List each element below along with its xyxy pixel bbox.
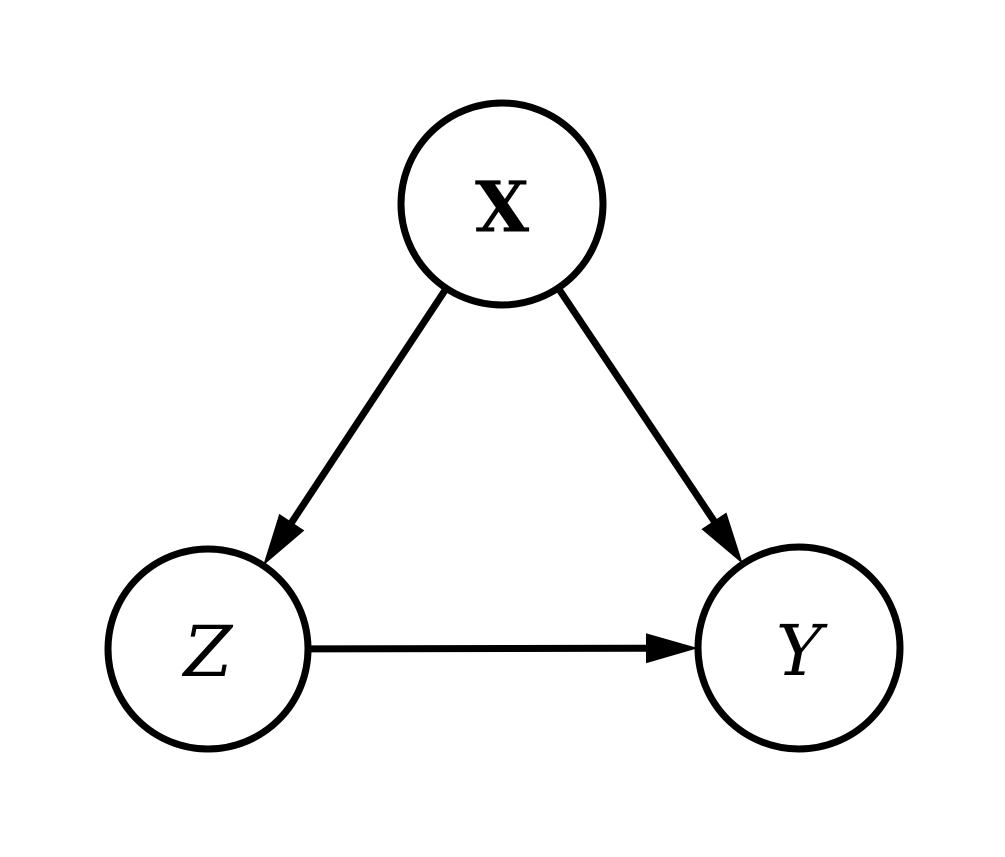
edge-z-y-arrowhead-icon (645, 633, 699, 664)
node-z-circle (104, 545, 312, 753)
edge-z-y-line (307, 644, 651, 653)
edge-x-y-line (555, 286, 720, 527)
edge-x-y-arrowhead-icon (701, 512, 743, 565)
edge-x-z-line (286, 286, 450, 528)
node-z-label: Z (182, 611, 234, 693)
node-y-circle (694, 543, 904, 753)
node-x-circle (397, 99, 607, 309)
node-x-label: X (475, 165, 530, 248)
node-y-label: Y (776, 610, 828, 692)
edge-x-z-arrowhead-icon (263, 513, 305, 566)
